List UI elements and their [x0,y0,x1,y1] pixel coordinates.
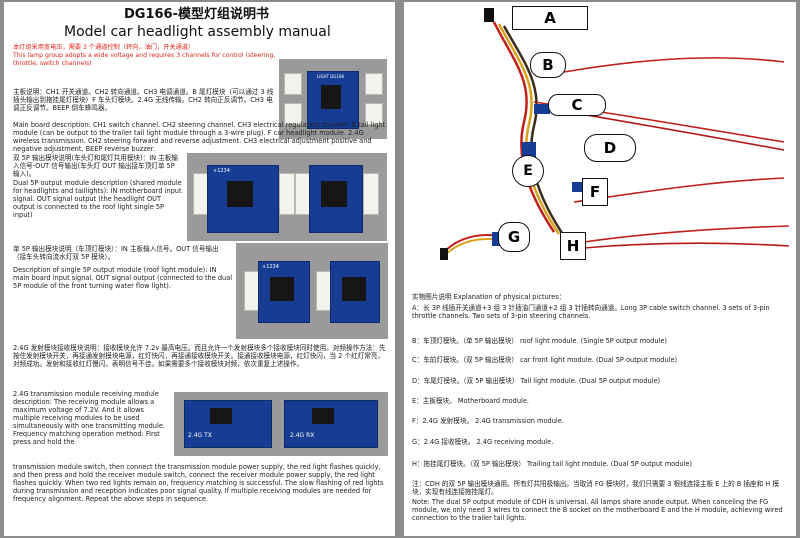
caption-b: B：车顶灯模块。（单 5P 输出模块） roof light module. (… [412,337,667,345]
single-5p-label: +1234 [262,264,279,270]
manual-header: DG166-模型灯组说明书 [124,7,269,22]
main-board-desc-en: Main board description: CH1 switch chann… [13,121,386,153]
dual-5p-desc-cn: 双 5P 输出模块说明(车头灯和尾灯共用模块)：IN 主板输入信号-OUT 信号… [13,154,178,178]
single-5p-module-photo: +1234 [236,243,388,339]
caption-d: D：车尾灯模块。（双 5P 输出模块） Tail light module. (… [412,377,661,385]
callout-b: B [530,52,566,78]
callout-c: C [548,94,606,116]
rx-module-desc-en-col: 2.4G transmission module receiving modul… [13,390,165,446]
tx-rx-module-photo: 2.4G TX 2.4G RX [174,392,388,456]
voltage-note-cn: 本灯组采用宽电压，需要 3 个通道控制（转向，油门，开关通道） [13,44,195,51]
callout-f: F [582,178,608,206]
dual-5p-desc-en: Dual 5P output module description (share… [13,179,182,219]
callout-d: D [584,134,636,162]
single-5p-desc-cn: 单 5P 输出模块说明（车顶灯模块）：IN 主板输入信号。OUT 信号输出（接车… [13,245,219,261]
rx-module-desc-en-full: transmission module switch, then connect… [13,463,384,503]
tx-label: 2.4G TX [188,432,212,439]
manual-right-page: A B C D E F G H 实物图片说明 Explanation of ph… [404,2,796,536]
callout-a: A [512,6,588,30]
callout-e: E [512,155,544,187]
callout-h: H [560,232,586,260]
caption-c: C：车前灯模块。（双 5P 输出模块） car front light modu… [412,356,678,364]
caption-title: 实物图片说明 Explanation of physical pictures： [412,293,566,301]
voltage-note-en: This lamp group adopts a wide voltage an… [13,52,276,67]
dual-5p-module-photo: +1234 [187,153,387,241]
caption-a: A：长 3P 线插开关通道+3 组 3 针插油门通道+2 组 3 针插转向通道。… [412,304,770,320]
note-en: Note: The dual 5P output module of CDH i… [412,498,783,522]
caption-e: E：主板模块。 Motherboard module. [412,397,530,405]
main-board-text: LIGHT DG166 [317,74,345,79]
main-board-photo: LIGHT DG166 [279,59,387,139]
note-cn: 注：CDH 的双 5P 输出模块通用。所有灯共阳极输出。当取消 FG 模块时，我… [412,480,779,496]
callout-g: G [498,222,530,252]
main-board-desc-cn: 主板说明：CH1 开关通道。CH2 转向通道。CH3 电调通道。B 尾灯模块（可… [13,88,274,112]
manual-title: Model car headlight assembly manual [64,24,331,40]
caption-h: H：拖挂尾灯模块。（双 5P 输出模块） Trailing tail light… [412,460,692,468]
rx-module-desc-cn: 2.4G 发射模块接收模块说明：接收模块允许 7.2v 最高电压。而且允许一个发… [13,344,386,368]
manual-left-page: DG166-模型灯组说明书 Model car headlight assemb… [4,2,395,536]
dual-5p-label: +1234 [213,168,230,174]
rx-label: 2.4G RX [290,432,315,439]
caption-f: F：2.4G 发射模块。 2.4G transmission module. [412,417,564,425]
caption-g: G：2.4G 接收模块。 2.4G receiving module. [412,438,554,446]
single-5p-desc-en: Description of single 5P output module (… [13,266,233,290]
